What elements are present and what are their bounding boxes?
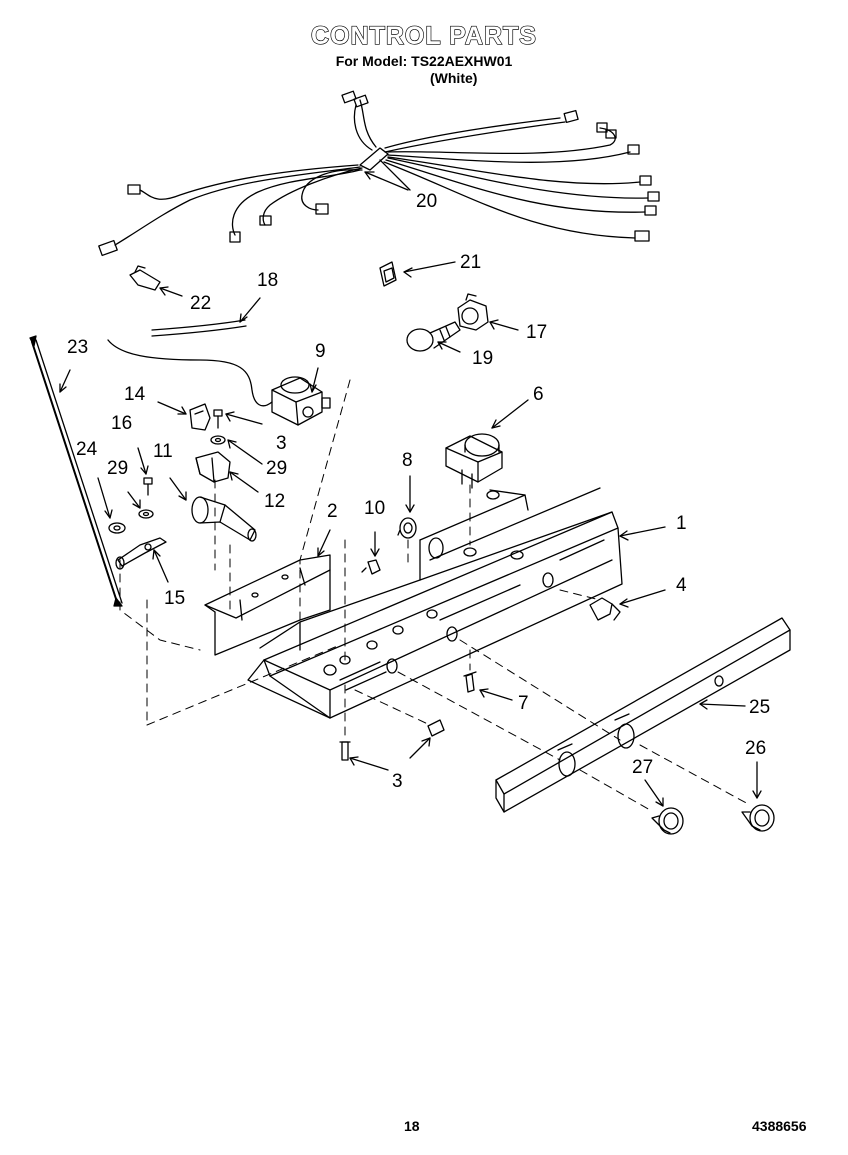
callout-8: 8 — [402, 450, 413, 471]
callout-22: 22 — [190, 293, 211, 314]
callout-1: 1 — [676, 513, 687, 534]
callout-10: 10 — [364, 498, 385, 519]
callout-9: 9 — [315, 341, 326, 362]
defrost-timer — [445, 433, 503, 489]
callout-6: 6 — [533, 384, 544, 405]
callout-12: 12 — [264, 491, 285, 512]
callout-23: 23 — [67, 337, 88, 358]
callout-labels: 20 21 22 18 17 19 23 9 14 3 16 29 11 12 … — [67, 191, 770, 792]
callout-19: 19 — [472, 348, 493, 369]
lamp-socket — [457, 293, 489, 331]
callout-16: 16 — [111, 413, 132, 434]
callout-3-upper: 3 — [276, 433, 287, 454]
callout-29-left: 29 — [107, 458, 128, 479]
knob-27 — [651, 807, 684, 835]
document-code: 4388656 — [752, 1118, 807, 1134]
model-line: For Model: TS22AEXHW01 — [335, 53, 513, 69]
control-panel — [495, 617, 791, 813]
callout-25: 25 — [749, 697, 770, 718]
light-bulb — [406, 321, 461, 352]
color-line: (White) — [430, 70, 478, 86]
control-housing — [247, 487, 623, 719]
page-number: 18 — [404, 1118, 420, 1134]
callout-24: 24 — [76, 439, 98, 460]
knob-26 — [741, 804, 775, 832]
callout-14: 14 — [124, 384, 146, 405]
callout-17: 17 — [526, 322, 547, 343]
guide-lines — [119, 379, 751, 811]
callout-7: 7 — [518, 693, 529, 714]
callout-20: 20 — [416, 191, 437, 212]
callout-26: 26 — [745, 738, 766, 759]
callout-3-lower: 3 — [392, 771, 403, 792]
wiring-harness — [98, 90, 660, 257]
callout-4: 4 — [676, 575, 687, 596]
callout-15: 15 — [164, 588, 185, 609]
callout-27: 27 — [632, 757, 653, 778]
callout-21: 21 — [460, 252, 481, 273]
leader-lines — [59, 171, 762, 807]
callout-2: 2 — [327, 501, 338, 522]
callout-29-right: 29 — [266, 458, 287, 479]
page-title: CONTROL PARTS — [310, 21, 537, 50]
callout-18: 18 — [257, 270, 278, 291]
control-shaft — [191, 496, 257, 542]
callout-11: 11 — [153, 441, 173, 462]
clip-22 — [129, 265, 161, 291]
thermostat — [107, 339, 331, 426]
